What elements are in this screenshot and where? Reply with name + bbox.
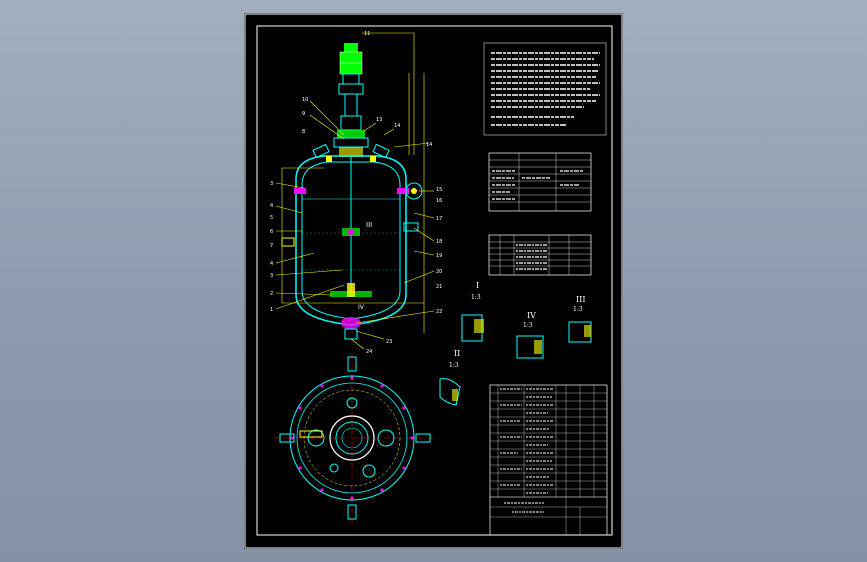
callout-left-9: 1 [270, 307, 273, 313]
callout-right-14: 14 [426, 142, 432, 148]
callout-III: III [366, 221, 372, 229]
callout-right-23: 23 [386, 339, 392, 345]
callout-left-1: 3 [270, 181, 273, 187]
callout-left-6: 4 [270, 261, 273, 267]
inner-frame [256, 25, 613, 536]
vessel-jacket [295, 155, 407, 326]
section-II-scale: 1:3 [449, 362, 459, 369]
callout-right-19: 19 [436, 253, 442, 259]
callout-left-3: 5 [270, 215, 273, 221]
section-II-label: II [454, 349, 460, 358]
callout-left-7: 3 [270, 273, 273, 279]
callout-left-4: 6 [270, 229, 273, 235]
reactor-elevation: 11 10 9 8 13 14 3 4 5 6 7 4 3 2 1 14 15 … [270, 31, 442, 355]
callout-right-16: 16 [436, 198, 442, 204]
callout-right-22: 22 [436, 309, 442, 315]
callout-right-21: 21 [436, 284, 442, 290]
section-I-scale: 1:3 [471, 294, 481, 301]
callout-11: 11 [364, 31, 370, 37]
callout-10: 10 [302, 97, 308, 103]
characteristics-table [488, 152, 592, 212]
technical-notes [483, 42, 607, 136]
section-I-label: I [476, 281, 479, 290]
section-IV-scale: 1:3 [523, 322, 533, 329]
outer-frame [244, 13, 623, 549]
callout-left-8: 2 [270, 291, 273, 297]
callout-8: 8 [302, 129, 305, 135]
nozzle-table [488, 234, 592, 276]
callout-right-20: 20 [436, 269, 442, 275]
callout-right-24: 24 [366, 349, 372, 355]
drawing-sheet: 11 10 9 8 13 14 3 4 5 6 7 4 3 2 1 14 15 … [244, 13, 623, 549]
callout-14-top: 14 [394, 123, 400, 129]
plan-view [274, 353, 434, 523]
section-III-scale: 1:3 [573, 306, 583, 313]
callout-right-17: 17 [436, 216, 442, 222]
section-IV-label: IV [527, 311, 536, 320]
detail-IV [516, 335, 544, 359]
callout-left-5: 7 [270, 243, 273, 249]
callout-right-15: 15 [436, 187, 442, 193]
callout-IV: IV [358, 304, 365, 311]
vessel-shell [301, 161, 401, 320]
reactor-drawing: 11 10 9 8 13 14 3 4 5 6 7 4 3 2 1 14 15 … [244, 13, 623, 549]
parts-list [489, 384, 608, 536]
callout-right-18: 18 [436, 239, 442, 245]
detail-II [439, 378, 461, 406]
left-lug [294, 188, 306, 194]
callout-13: 13 [376, 117, 382, 123]
section-details: I 1:3 IV 1:3 III 1:3 II 1:3 [439, 281, 592, 406]
callout-left-2: 4 [270, 203, 273, 209]
plan-flange-outer [289, 375, 415, 501]
section-III-label: III [576, 295, 585, 304]
callout-9: 9 [302, 111, 305, 117]
motor-fan-cap [344, 43, 358, 52]
